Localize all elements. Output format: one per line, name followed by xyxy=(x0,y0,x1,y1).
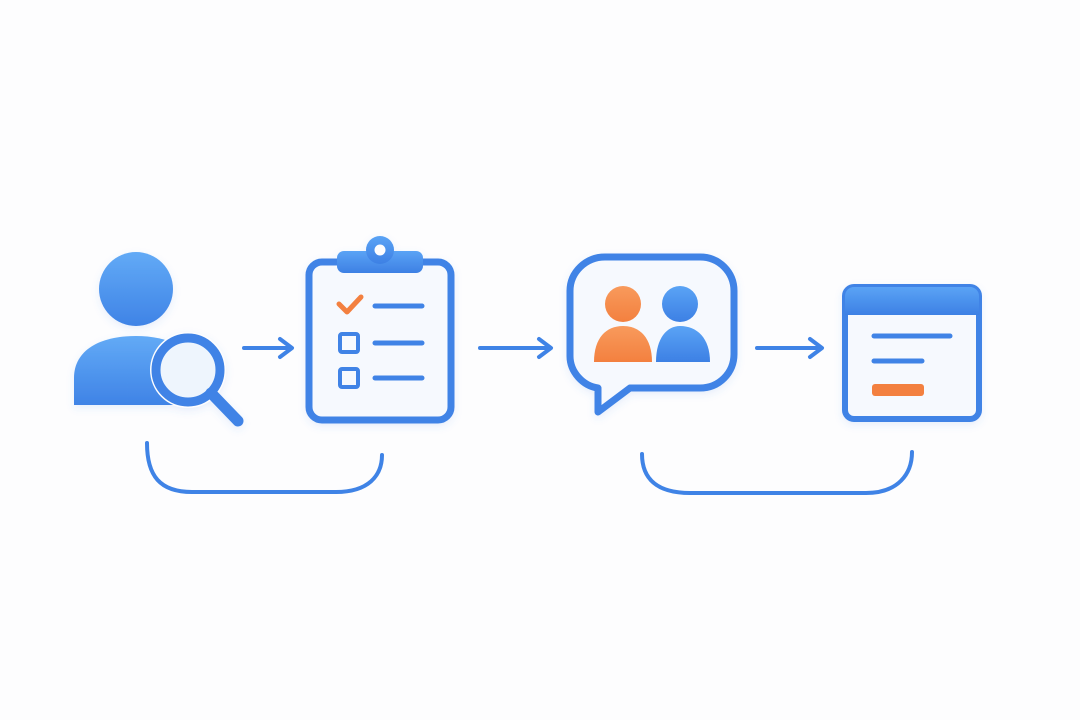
check-mark-icon xyxy=(336,294,364,315)
person-icon xyxy=(605,286,641,322)
arrow-right-icon xyxy=(755,337,824,359)
checkbox-icon xyxy=(338,367,360,389)
person-icon xyxy=(662,286,698,322)
document-window-icon xyxy=(842,284,982,422)
group-bracket-right xyxy=(640,450,914,495)
checkbox-icon xyxy=(338,332,360,354)
user-search-icon xyxy=(74,252,244,427)
arrow-right-icon xyxy=(242,337,294,359)
clipboard-checklist-icon xyxy=(305,236,455,424)
group-bracket-left xyxy=(145,441,384,494)
arrow-right-icon xyxy=(478,337,553,359)
chat-people-icon xyxy=(566,253,738,416)
